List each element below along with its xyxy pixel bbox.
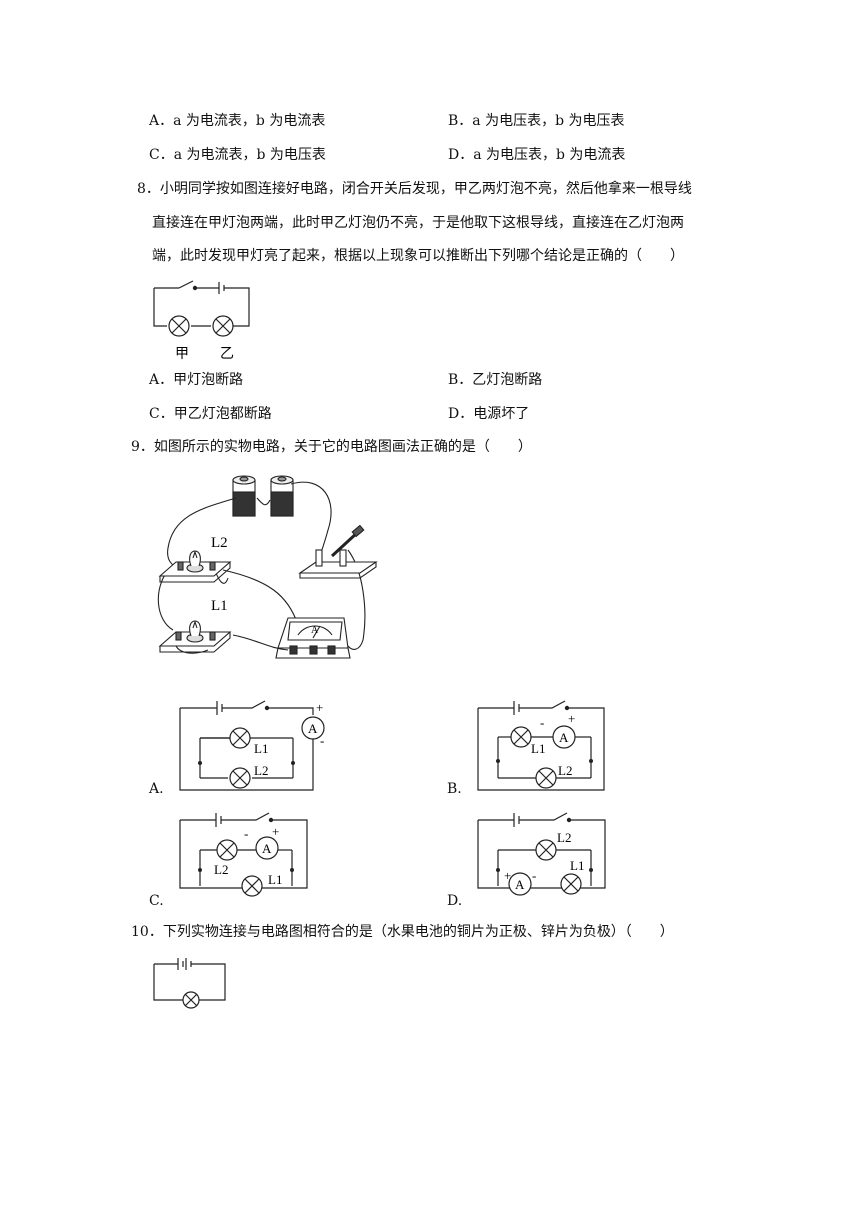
svg-text:L1: L1 xyxy=(268,872,282,887)
q8-stem-line1: 8．小明同学按如图连接好电路，闭合开关后发现，甲乙两灯泡不亮，然后他拿来一根导线 xyxy=(137,181,692,197)
svg-text:-: - xyxy=(532,868,536,883)
q8-circuit-diagram: 甲 乙 xyxy=(153,280,250,362)
label-l1: L1 xyxy=(211,598,228,614)
svg-text:A: A xyxy=(308,721,318,736)
svg-text:L2: L2 xyxy=(558,763,572,778)
q8-option-d[interactable]: D．电源坏了 xyxy=(448,406,530,422)
lamp-icon xyxy=(182,991,200,1009)
ammeter-icon xyxy=(508,872,532,896)
q9-option-d-circuit: A + - L2 L1 xyxy=(477,812,606,896)
q9-option-c-circuit: A - + L2 L1 xyxy=(179,812,308,897)
q8-option-c[interactable]: C．甲乙灯泡都断路 xyxy=(149,406,272,422)
q9-option-c[interactable]: C. xyxy=(149,893,164,909)
lamp-jia-icon xyxy=(168,315,190,337)
svg-text:-: - xyxy=(540,715,544,730)
svg-text:L1: L1 xyxy=(531,741,545,756)
ammeter-dial-label: A xyxy=(311,625,319,636)
svg-text:-: - xyxy=(320,733,324,748)
svg-text:L2: L2 xyxy=(557,830,571,845)
battery-icon xyxy=(270,475,294,517)
svg-text:+: + xyxy=(316,700,323,715)
q7-option-d[interactable]: D．a 为电压表，b 为电流表 xyxy=(448,147,626,163)
battery-icon xyxy=(232,475,256,517)
svg-text:L1: L1 xyxy=(570,858,584,873)
svg-text:A: A xyxy=(515,877,525,892)
q9-option-a-circuit: A + - L1 L2 xyxy=(179,700,325,791)
q9-option-b[interactable]: B. xyxy=(447,781,462,797)
svg-text:A: A xyxy=(262,841,272,856)
label-yi: 乙 xyxy=(220,346,234,362)
q9-option-b-circuit: A - + L1 L2 xyxy=(477,700,605,791)
q9-option-d[interactable]: D. xyxy=(447,893,463,909)
ammeter-icon xyxy=(255,836,279,860)
svg-text:+: + xyxy=(504,868,511,883)
svg-text:+: + xyxy=(568,711,575,726)
q9-stem: 9．如图所示的实物电路，关于它的电路图画法正确的是（ ） xyxy=(131,439,532,455)
q8-stem-line3: 端，此时发现甲灯亮了起来，根据以上现象可以推断出下列哪个结论是正确的（ ） xyxy=(152,248,684,264)
svg-text:+: + xyxy=(272,824,279,839)
svg-text:L2: L2 xyxy=(254,763,268,778)
lamp-yi-icon xyxy=(212,315,234,337)
q9-option-a[interactable]: A. xyxy=(149,781,164,797)
q7-option-c[interactable]: C．a 为电流表，b 为电压表 xyxy=(149,147,326,163)
svg-text:L1: L1 xyxy=(254,741,268,756)
q9-physical-circuit: A L2 L1 xyxy=(157,475,378,659)
q7-option-a[interactable]: A．a 为电流表，b 为电流表 xyxy=(149,113,326,129)
svg-text:A: A xyxy=(559,730,569,745)
q8-stem-line2: 直接连在甲灯泡两端，此时甲乙灯泡仍不亮，于是他取下这根导线，直接连在乙灯泡两 xyxy=(152,215,684,231)
label-jia: 甲 xyxy=(175,347,189,362)
svg-text:L2: L2 xyxy=(214,862,228,877)
svg-text:-: - xyxy=(244,826,248,841)
q8-option-b[interactable]: B．乙灯泡断路 xyxy=(448,372,543,388)
q7-option-b[interactable]: B．a 为电压表，b 为电压表 xyxy=(448,113,625,129)
q10-circuit-diagram xyxy=(153,958,226,1009)
q10-stem: 10．下列实物连接与电路图相符合的是（水果电池的铜片为正极、锌片为负极）（ ） xyxy=(131,924,674,940)
q8-option-a[interactable]: A．甲灯泡断路 xyxy=(149,372,244,388)
label-l2: L2 xyxy=(211,535,228,551)
ammeter-icon xyxy=(552,725,576,749)
